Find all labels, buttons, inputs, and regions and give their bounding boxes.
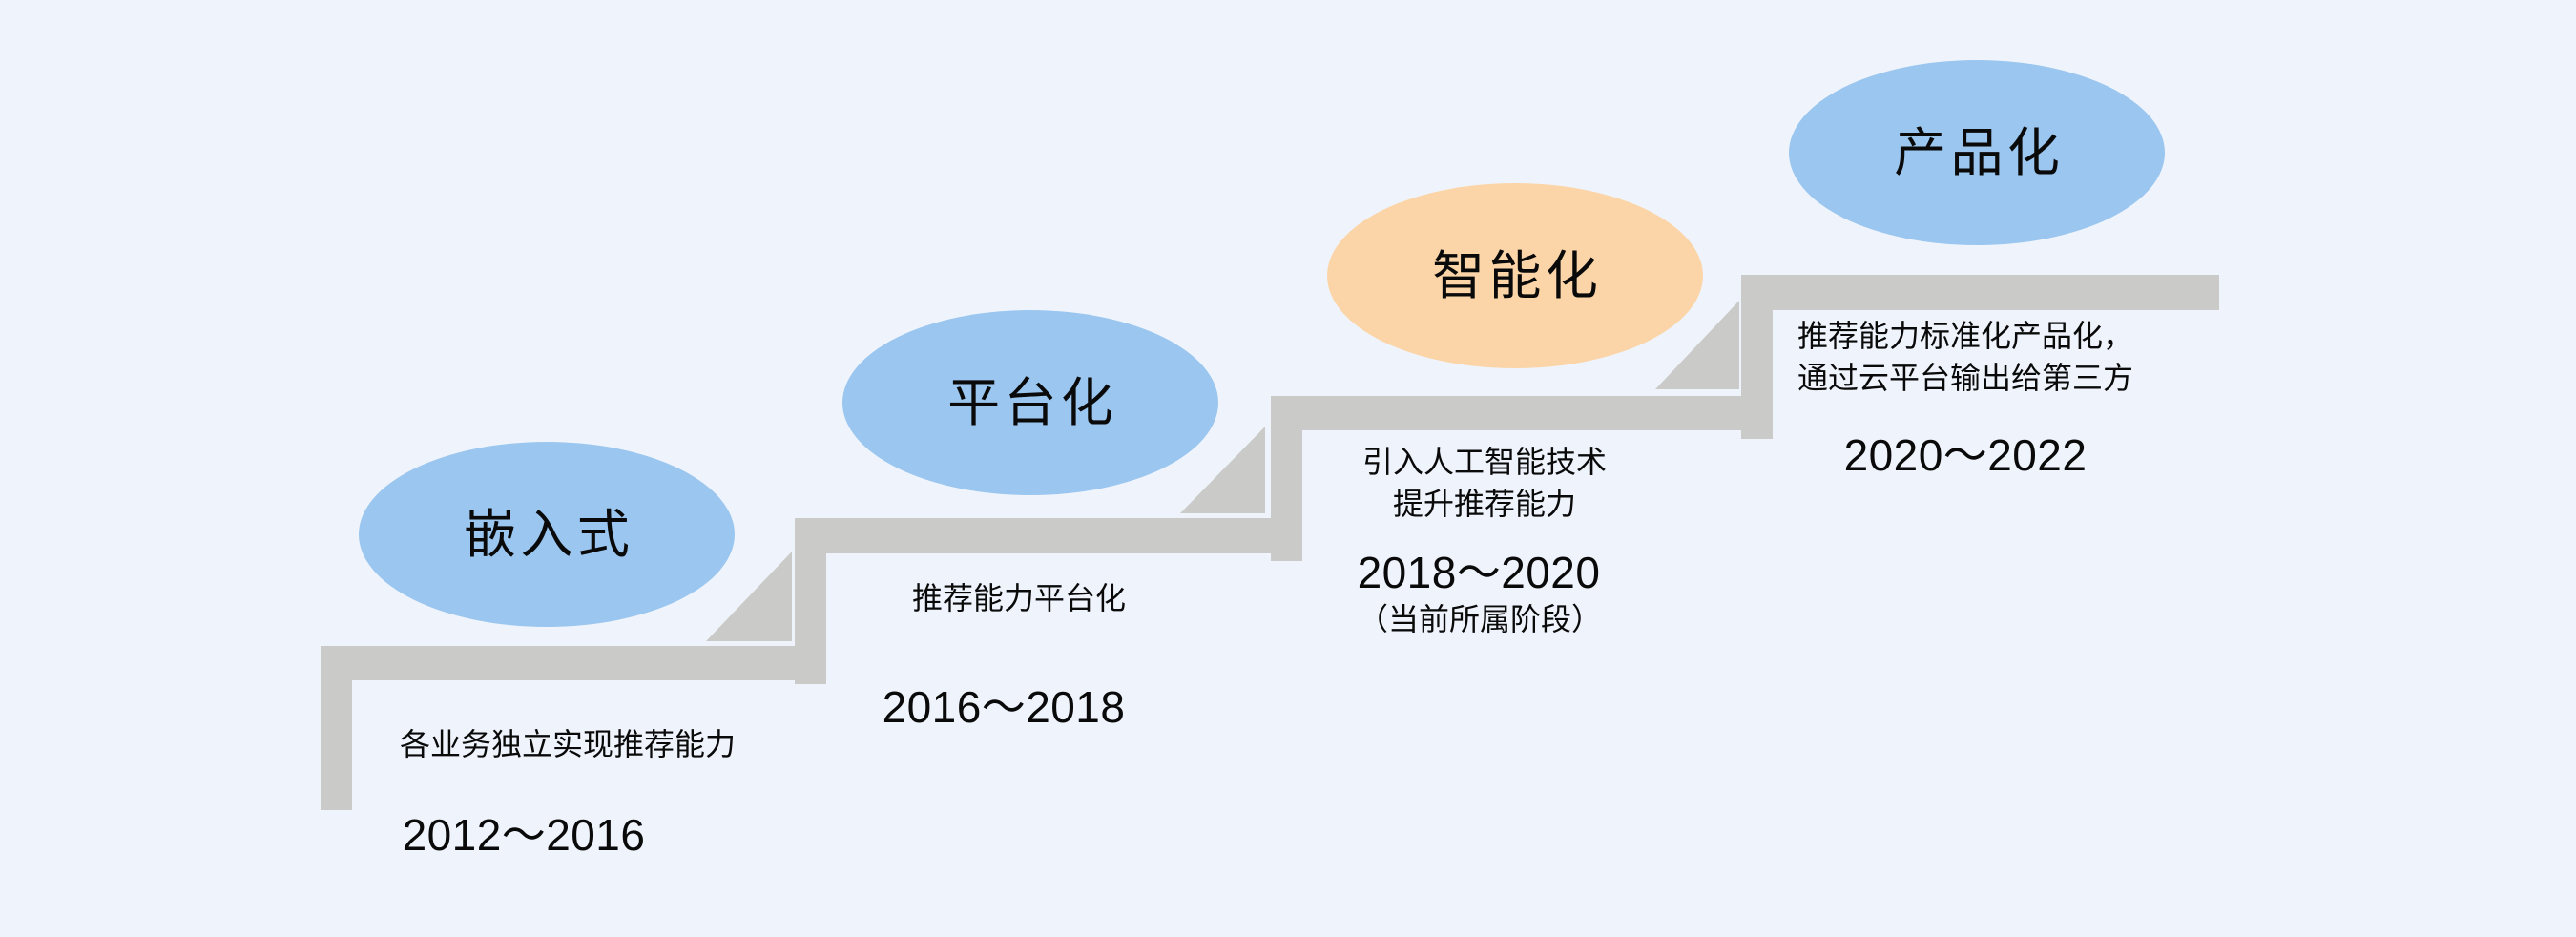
step-bar-1 — [321, 646, 826, 810]
stage-2-label: 平台化 — [947, 372, 1118, 432]
stage-3-bubble: 智能化 — [1327, 183, 1703, 368]
stage-1-period: 2012～2016 — [402, 810, 646, 860]
step-connector-triangle-1 — [706, 552, 792, 641]
step-connector-triangle-2 — [1180, 427, 1265, 513]
stage-2-description: 推荐能力平台化 — [912, 577, 1126, 619]
stage-1-bubble: 嵌入式 — [359, 442, 735, 627]
stage-4-period: 2020～2022 — [1843, 430, 2088, 480]
step-connector-triangle-3 — [1655, 301, 1739, 389]
stage-2-bubble: 平台化 — [842, 310, 1218, 495]
stage-3-description-line: 提升推荐能力 — [1392, 487, 1577, 521]
stage-2-period: 2016～2018 — [882, 682, 1126, 732]
step-bar-3 — [1271, 396, 1773, 561]
stage-4-description: 推荐能力标准化产品化， 通过云平台输出给第三方 — [1797, 315, 2133, 399]
stage-2-description-line: 推荐能力平台化 — [911, 581, 1127, 615]
stage-1-description-line: 各业务独立实现推荐能力 — [399, 727, 737, 761]
stage-1-label: 嵌入式 — [464, 504, 634, 564]
stage-3-description-line: 引入人工智能技术 — [1361, 445, 1608, 479]
stage-4-description-line: 通过云平台输出给第三方 — [1797, 361, 2134, 395]
stage-3-description: 引入人工智能技术 提升推荐能力 — [1362, 441, 1607, 525]
stage-3-current-stage-note: （当前所属阶段） — [1357, 602, 1603, 636]
stage-1-description: 各业务独立实现推荐能力 — [400, 723, 736, 765]
stage-4-label: 产品化 — [1894, 122, 2065, 182]
step-bar-2 — [795, 518, 1302, 684]
stage-3-period: 2018～2020 — [1357, 548, 1601, 597]
stage-4-bubble: 产品化 — [1789, 60, 2165, 245]
step-bar-4 — [1741, 275, 2219, 439]
stage-4-description-line: 推荐能力标准化产品化， — [1797, 319, 2134, 353]
stage-3-label: 智能化 — [1432, 245, 1603, 305]
